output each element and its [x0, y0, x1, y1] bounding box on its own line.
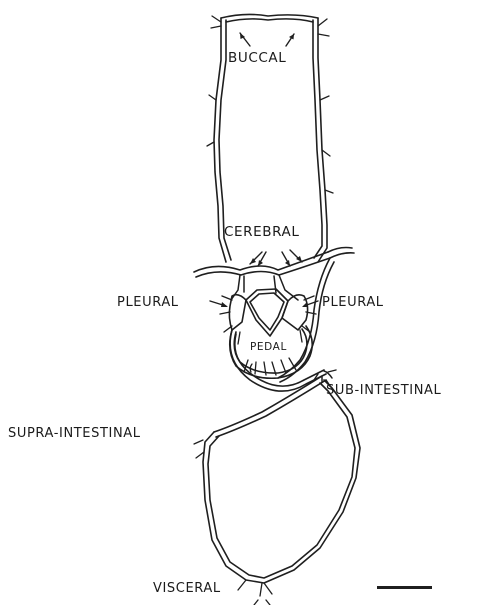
label-pedal: PEDAL — [250, 341, 287, 353]
label-buccal: BUCCAL — [228, 50, 286, 66]
label-visceral: VISCERAL — [153, 581, 221, 596]
visceral-loop — [194, 380, 360, 605]
arrow-icon — [210, 301, 318, 307]
label-supra-intestinal: SUPRA-INTESTINAL — [8, 426, 141, 441]
label-pleural-left: PLEURAL — [117, 295, 179, 310]
label-sub-intestinal: SUB-INTESTINAL — [326, 383, 442, 398]
label-cerebral: CEREBRAL — [224, 224, 300, 240]
arrow-icon — [240, 33, 294, 46]
cerebral-ganglion — [194, 248, 354, 301]
scale-bar — [377, 586, 432, 589]
label-pleural-right: PLEURAL — [322, 295, 384, 310]
